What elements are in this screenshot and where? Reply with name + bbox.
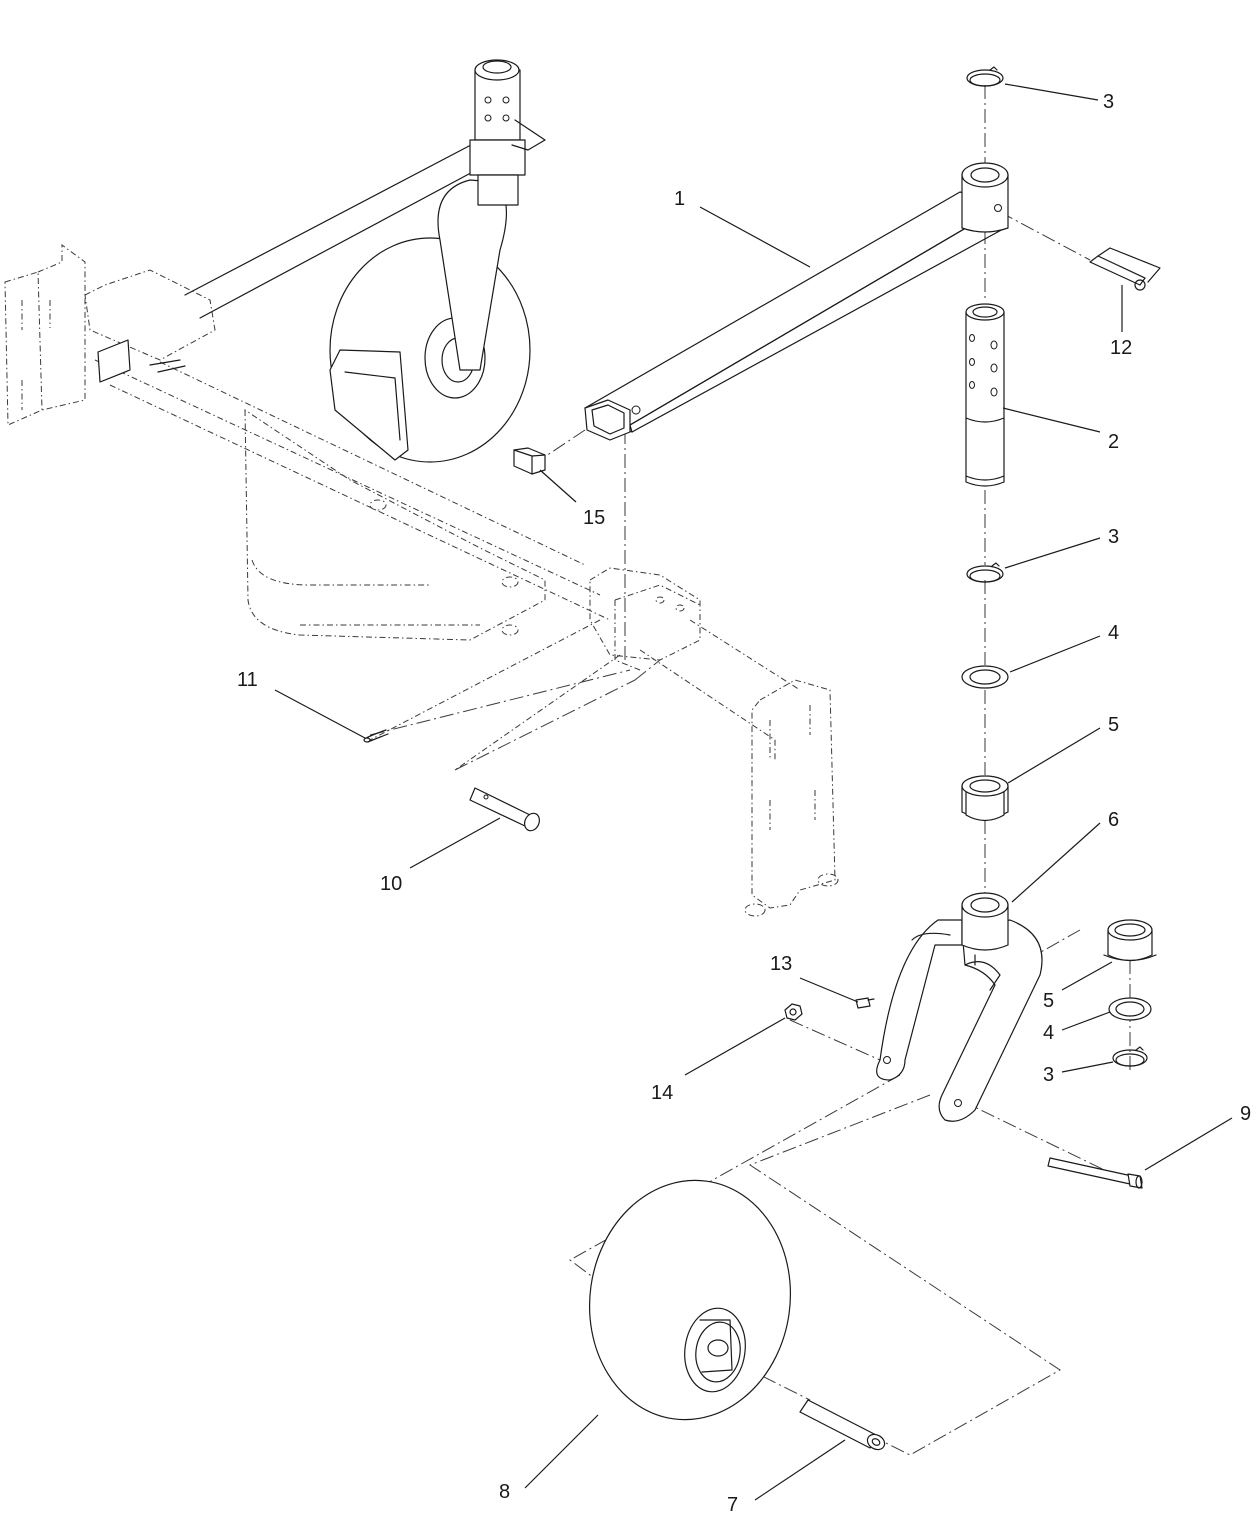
part-12-lynch-pin [1089, 247, 1161, 291]
part-14-nut [784, 1003, 803, 1021]
callout-13: 13 [770, 953, 792, 975]
part-4-washer-center [961, 665, 1009, 689]
callout-6: 6 [1108, 809, 1119, 831]
callout-leaders [274, 83, 1233, 1501]
ghost-deck-frame [4, 59, 839, 917]
callout-12: 12 [1110, 337, 1132, 359]
callout-5-center: 5 [1108, 714, 1119, 736]
ghost-caster-wheel [97, 59, 546, 463]
part-3-snap-ring-mid [966, 562, 1004, 583]
callout-labels: 1 2 3 3 3 4 4 5 5 6 7 8 9 10 11 12 13 14… [237, 91, 1251, 1516]
callout-7: 7 [727, 1494, 738, 1516]
callout-15: 15 [583, 507, 605, 529]
part-6-caster-fork [876, 892, 1043, 1122]
part-2-pivot-shaft [965, 303, 1005, 487]
part-13-grease-fitting [855, 997, 875, 1009]
part-9-bolt [1047, 1157, 1143, 1189]
callout-3-mid: 3 [1108, 526, 1119, 548]
callout-10: 10 [380, 873, 402, 895]
callout-2: 2 [1108, 431, 1119, 453]
callout-14: 14 [651, 1082, 673, 1104]
callout-5-right: 5 [1043, 990, 1054, 1012]
callout-8: 8 [499, 1481, 510, 1503]
callout-3-right: 3 [1043, 1064, 1054, 1086]
part-4-washer-right [1108, 997, 1152, 1021]
part-3-snap-ring-top [966, 66, 1004, 87]
part-5-bushing-center [961, 775, 1009, 822]
part-8-wheel [588, 1179, 792, 1421]
part-7-axle-tube [799, 1399, 886, 1451]
callout-3-top: 3 [1103, 91, 1114, 113]
assembly-centerlines [369, 85, 1131, 1456]
callout-4-center: 4 [1108, 622, 1119, 644]
part-15-tube-cap [513, 447, 546, 475]
part-5-bushing-right [1103, 919, 1157, 962]
callout-1: 1 [674, 188, 685, 210]
part-3-snap-ring-right [1112, 1046, 1148, 1067]
part-10-clevis-pin [469, 787, 540, 832]
part-11-cotter-pin [363, 729, 389, 743]
callout-4-right: 4 [1043, 1022, 1054, 1044]
part-1-caster-arm [584, 162, 1009, 441]
callout-9: 9 [1240, 1103, 1251, 1125]
callout-11: 11 [237, 669, 258, 691]
